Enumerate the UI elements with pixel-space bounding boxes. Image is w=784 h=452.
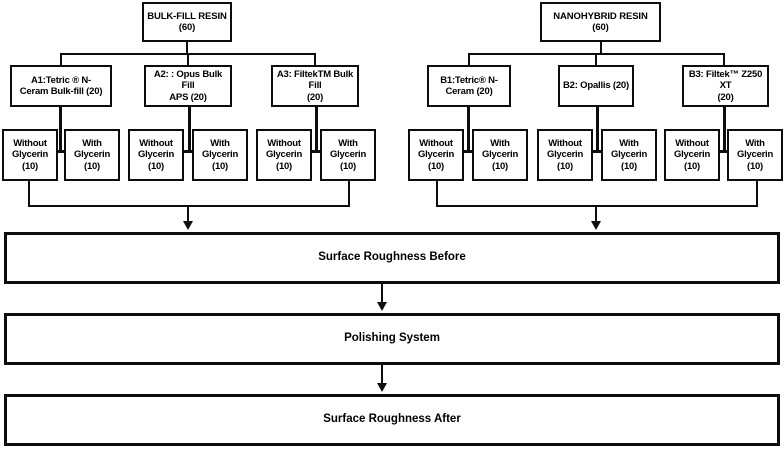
node-b3[interactable]: B3: Filtek™ Z250 XT (20) xyxy=(682,65,769,107)
node-a2[interactable]: A2: : Opus Bulk Fill APS (20) xyxy=(144,65,232,107)
arrow-right-merge-to-before xyxy=(591,221,601,230)
node-a1-label: A1:Tetric ® N- Ceram Bulk-fill (20) xyxy=(19,74,103,97)
connector-a3-split xyxy=(311,150,323,153)
connector-a2-stem xyxy=(188,107,191,151)
node-b3-without-glycerin[interactable]: Without Glycerin (10) xyxy=(664,129,720,181)
connector-b2-split xyxy=(592,150,604,153)
node-b1[interactable]: B1:Tetric® N- Ceram (20) xyxy=(427,65,511,107)
node-b3-with-glycerin-label: With Glycerin (10) xyxy=(736,138,774,172)
connector-nanohybrid-to-b2 xyxy=(595,53,597,65)
connector-polishing-to-after xyxy=(381,365,383,385)
node-bulk-fill-resin[interactable]: BULK-FILL RESIN (60) xyxy=(142,2,232,42)
connector-b2-stem xyxy=(596,107,599,151)
node-a1-without-glycerin[interactable]: Without Glycerin (10) xyxy=(2,129,58,181)
node-a2-label: A2: : Opus Bulk Fill APS (20) xyxy=(153,69,223,103)
node-b3-without-glycerin-label: Without Glycerin (10) xyxy=(673,138,711,172)
node-b2-with-glycerin-label: With Glycerin (10) xyxy=(610,138,648,172)
connector-bulkfill-to-a2 xyxy=(187,53,189,65)
node-bulk-fill-resin-label: BULK-FILL RESIN (60) xyxy=(147,10,227,33)
connector-nanohybrid-to-b3 xyxy=(723,53,725,65)
node-a2-with-glycerin-label: With Glycerin (10) xyxy=(201,138,239,172)
node-a3-without-glycerin[interactable]: Without Glycerin (10) xyxy=(256,129,312,181)
connector-bulkfill-to-a1 xyxy=(60,53,62,65)
connector-a1-stem xyxy=(59,107,62,151)
connector-right-merge-bus xyxy=(436,205,758,207)
node-a1-with-glycerin[interactable]: With Glycerin (10) xyxy=(64,129,120,181)
node-nanohybrid-resin[interactable]: NANOHYBRID RESIN (60) xyxy=(540,2,661,42)
node-b1-with-glycerin[interactable]: With Glycerin (10) xyxy=(472,129,528,181)
connector-a3-stem xyxy=(315,107,318,151)
node-a3-with-glycerin-label: With Glycerin (10) xyxy=(329,138,367,172)
connector-left-merge-down xyxy=(187,205,189,223)
connector-left-merge-leftleg xyxy=(28,181,30,207)
node-polishing-system-label: Polishing System xyxy=(344,332,440,345)
connector-nanohybrid-stem xyxy=(600,42,602,54)
node-surface-roughness-after[interactable]: Surface Roughness After xyxy=(4,394,780,446)
connector-nanohybrid-to-b1 xyxy=(468,53,470,65)
connector-before-to-polishing xyxy=(381,284,383,304)
connector-right-merge-leftleg xyxy=(436,181,438,207)
node-a3[interactable]: A3: FiltekTM Bulk Fill (20) xyxy=(271,65,359,107)
connector-right-merge-rightleg xyxy=(756,181,758,207)
connector-b1-stem xyxy=(467,107,470,151)
node-b2[interactable]: B2: Opallis (20) xyxy=(558,65,634,107)
connector-b3-split xyxy=(719,150,731,153)
connector-b3-stem xyxy=(723,107,726,151)
connector-bulkfill-stem xyxy=(186,42,188,54)
node-a2-without-glycerin-label: Without Glycerin (10) xyxy=(137,138,175,172)
node-a2-with-glycerin[interactable]: With Glycerin (10) xyxy=(192,129,248,181)
node-b2-without-glycerin-label: Without Glycerin (10) xyxy=(546,138,584,172)
node-a1-without-glycerin-label: Without Glycerin (10) xyxy=(11,138,49,172)
node-surface-roughness-before-label: Surface Roughness Before xyxy=(318,251,466,264)
arrow-polishing-to-after xyxy=(377,383,387,392)
connector-right-merge-down xyxy=(595,205,597,223)
node-b2-with-glycerin[interactable]: With Glycerin (10) xyxy=(601,129,657,181)
connector-b1-split xyxy=(463,150,475,153)
connector-left-merge-bus xyxy=(28,205,350,207)
node-b1-with-glycerin-label: With Glycerin (10) xyxy=(481,138,519,172)
node-a1-with-glycerin-label: With Glycerin (10) xyxy=(73,138,111,172)
connector-a1-split xyxy=(55,150,67,153)
node-b2-without-glycerin[interactable]: Without Glycerin (10) xyxy=(537,129,593,181)
node-a3-without-glycerin-label: Without Glycerin (10) xyxy=(265,138,303,172)
arrow-left-merge-to-before xyxy=(183,221,193,230)
node-b1-without-glycerin-label: Without Glycerin (10) xyxy=(417,138,455,172)
node-b3-with-glycerin[interactable]: With Glycerin (10) xyxy=(727,129,783,181)
node-nanohybrid-resin-label: NANOHYBRID RESIN (60) xyxy=(553,10,648,33)
node-b2-label: B2: Opallis (20) xyxy=(563,80,629,92)
connector-bulkfill-to-a3 xyxy=(314,53,316,65)
node-a3-with-glycerin[interactable]: With Glycerin (10) xyxy=(320,129,376,181)
node-b1-without-glycerin[interactable]: Without Glycerin (10) xyxy=(408,129,464,181)
connector-left-merge-rightleg xyxy=(348,181,350,207)
node-polishing-system[interactable]: Polishing System xyxy=(4,313,780,365)
connector-a2-split xyxy=(184,150,196,153)
node-surface-roughness-after-label: Surface Roughness After xyxy=(323,413,461,426)
node-a3-label: A3: FiltekTM Bulk Fill (20) xyxy=(276,69,354,103)
node-b1-label: B1:Tetric® N- Ceram (20) xyxy=(440,74,498,97)
node-b3-label: B3: Filtek™ Z250 XT (20) xyxy=(688,69,763,103)
node-surface-roughness-before[interactable]: Surface Roughness Before xyxy=(4,232,780,284)
node-a2-without-glycerin[interactable]: Without Glycerin (10) xyxy=(128,129,184,181)
arrow-before-to-polishing xyxy=(377,302,387,311)
node-a1[interactable]: A1:Tetric ® N- Ceram Bulk-fill (20) xyxy=(10,65,112,107)
